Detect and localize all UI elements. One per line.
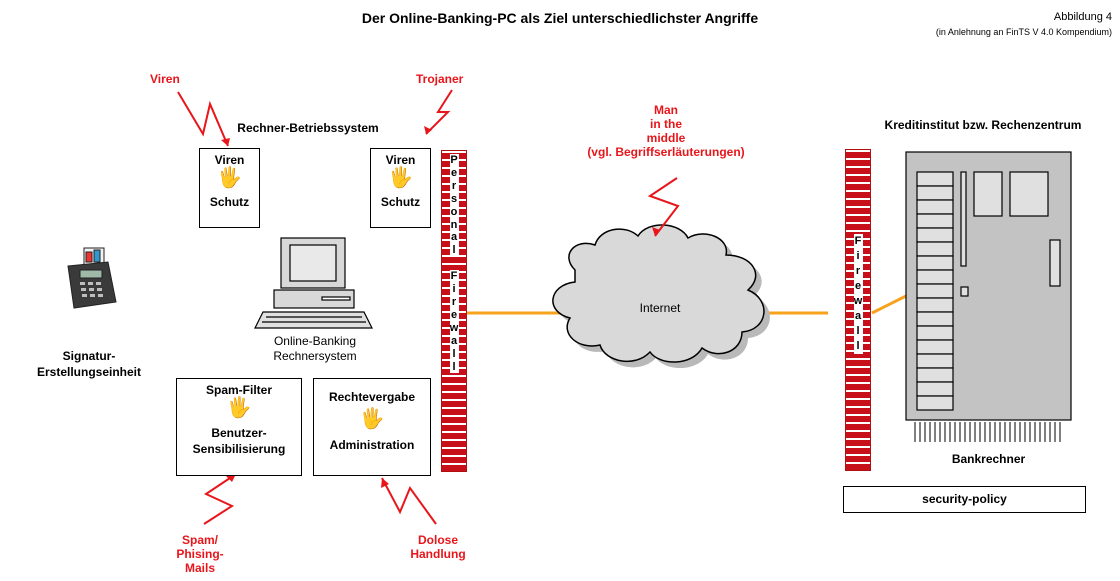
- personal-firewall-letter: l: [449, 347, 459, 361]
- virus-right-bottom: Schutz: [380, 195, 421, 209]
- bank-panel-title: Kreditinstitut bzw. Rechenzentrum: [884, 118, 1082, 132]
- personal-firewall-letter: l: [449, 360, 459, 374]
- spam-line-1: Spam/: [181, 533, 218, 547]
- connector-firewall-server: [871, 294, 907, 315]
- computer-icon: [254, 237, 373, 329]
- figure-source: (in Anlehnung an FinTS V 4.0 Kompendium): [935, 27, 1112, 37]
- spam-filter-bottom-2: Sensibilisierung: [192, 442, 286, 456]
- rights-box: Rechtevergabe 🖐 Administration: [313, 378, 431, 476]
- signature-line-1: Signatur-: [62, 349, 116, 363]
- personal-firewall-letter: r: [449, 295, 459, 309]
- pc-label: Online-Banking Rechnersystem: [240, 334, 390, 364]
- spam-line-3: Mails: [184, 561, 215, 575]
- hand-icon: 🖐: [226, 397, 252, 419]
- personal-firewall-letter: l: [449, 244, 459, 258]
- signature-device-label: Signatur- Erstellungseinheit: [14, 348, 164, 380]
- dolose-line-1: Dolose: [417, 533, 458, 547]
- personal-firewall-letter: e: [449, 166, 459, 180]
- personal-firewall-letter: i: [449, 283, 459, 296]
- bank-firewall-letter: i: [853, 249, 863, 264]
- spam-filter-box: Spam-Filter 🖐 Benutzer- Sensibilisierung: [176, 378, 302, 476]
- bank-firewall-letter: F: [853, 234, 863, 249]
- spam-filter-bottom: Benutzer- Sensibilisierung: [177, 425, 301, 457]
- hand-icon: 🖐: [217, 167, 242, 189]
- personal-firewall-letter: w: [449, 321, 459, 335]
- virus-protection-right: Viren 🖐 Schutz: [370, 148, 431, 228]
- spam-line-2: Phising-: [176, 547, 224, 561]
- virus-left-bottom: Schutz: [209, 195, 250, 209]
- diagram-title: Der Online-Banking-PC als Ziel unterschi…: [361, 10, 759, 26]
- virus-left-top: Viren: [214, 153, 245, 167]
- pc-label-line-2: Rechnersystem: [273, 349, 357, 363]
- threat-dolose-label: Dolose Handlung: [398, 533, 478, 561]
- signature-line-2: Erstellungseinheit: [36, 365, 142, 379]
- spam-bolt-icon: [203, 473, 237, 525]
- card-reader-icon: [67, 247, 117, 309]
- bank-firewall-letter: r: [853, 264, 863, 279]
- threat-viren-label: Viren: [150, 72, 180, 86]
- hand-icon: 🖐: [359, 408, 385, 430]
- virus-protection-left: Viren 🖐 Schutz: [199, 148, 260, 228]
- hand-icon: 🖐: [388, 167, 413, 189]
- rights-title: Rechtevergabe: [328, 390, 416, 404]
- personal-firewall-letter: r: [449, 179, 459, 193]
- internet-label: Internet: [639, 301, 681, 315]
- bank-firewall-letter: e: [853, 279, 863, 294]
- internet-cloud-icon: [552, 224, 770, 369]
- mitm-line-4: (vgl. Begriffserläuterungen): [587, 145, 745, 159]
- personal-firewall-letter: e: [449, 308, 459, 322]
- threat-mitm-label: Man in the middle (vgl. Begriffserläuter…: [560, 103, 772, 159]
- client-os-title: Rechner-Betriebssystem: [237, 121, 379, 135]
- threat-trojaner-label: Trojaner: [416, 72, 464, 86]
- rights-bottom: Administration: [329, 438, 415, 452]
- personal-firewall-letter: s: [449, 192, 459, 206]
- dolose-line-2: Handlung: [410, 547, 466, 561]
- bank-firewall-letter: l: [853, 324, 863, 339]
- personal-firewall-letter: P: [449, 154, 459, 167]
- mitm-line-3: middle: [646, 131, 686, 145]
- personal-firewall-letter: n: [449, 218, 459, 232]
- bank-firewall-letter: l: [853, 339, 863, 354]
- personal-firewall-letter: o: [449, 205, 459, 219]
- bank-server-icon: [905, 151, 1072, 442]
- mitm-line-1: Man: [654, 103, 678, 117]
- spam-filter-bottom-1: Benutzer-: [211, 426, 267, 440]
- mitm-line-2: in the: [650, 117, 682, 131]
- bank-firewall-letter: w: [853, 294, 863, 309]
- spam-filter-title: Spam-Filter: [205, 383, 272, 397]
- trojaner-bolt-icon: [425, 89, 453, 135]
- viren-bolt-icon: [177, 91, 229, 147]
- pc-label-line-1: Online-Banking: [273, 334, 357, 348]
- mitm-bolt-icon: [647, 177, 680, 237]
- dolose-bolt-icon: [381, 477, 437, 525]
- figure-number: Abbildung 4: [1053, 11, 1112, 23]
- virus-right-top: Viren: [385, 153, 416, 167]
- security-policy-box: security-policy: [843, 486, 1086, 513]
- bank-firewall-letter: a: [853, 309, 863, 324]
- personal-firewall-letter: a: [449, 231, 459, 245]
- personal-firewall-letter: F: [449, 270, 459, 284]
- bank-server-label: Bankrechner: [951, 452, 1026, 466]
- personal-firewall-letter: [450, 257, 459, 270]
- threat-spam-label: Spam/ Phising- Mails: [160, 533, 240, 575]
- personal-firewall-letter: a: [449, 334, 459, 348]
